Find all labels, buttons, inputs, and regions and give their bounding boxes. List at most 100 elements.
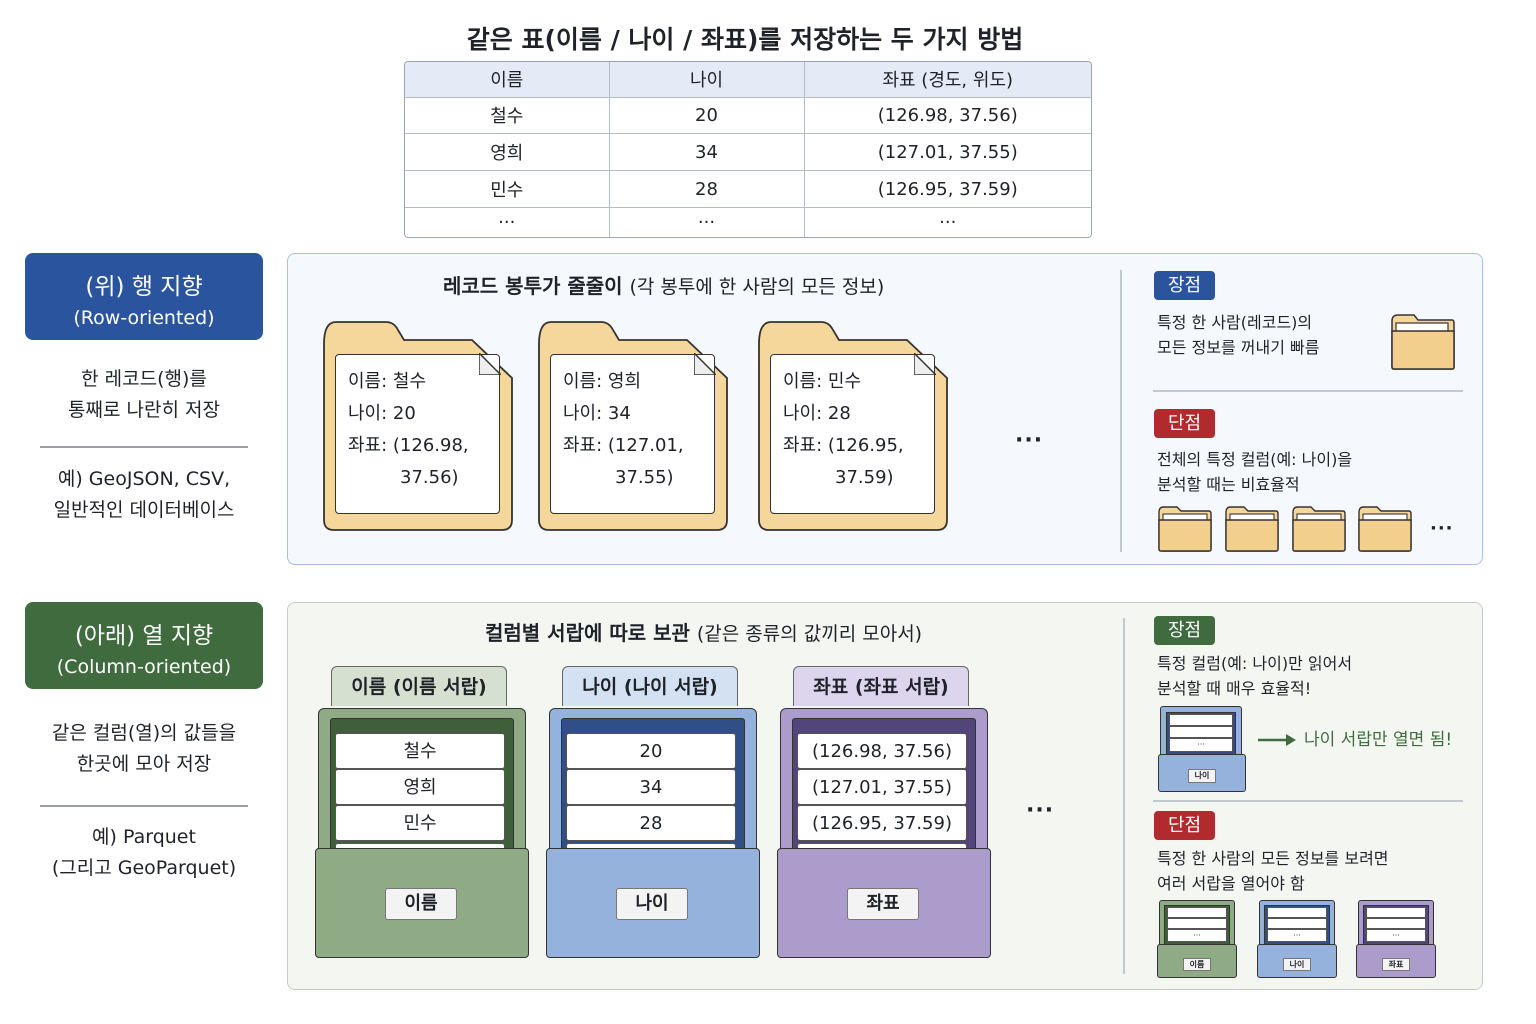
column-oriented-tag: (아래) 열 지향 (Column-oriented) (25, 602, 263, 689)
record-paper (770, 353, 936, 514)
table-cell: (126.98, 37.56) (803, 96, 1091, 135)
mini-dots: ··· (1167, 929, 1227, 942)
row-desc-line: 통째로 나란히 저장 (68, 399, 220, 421)
age-drawer: 나이 (나이 서랍) 20 34 28 ··· 나이 (546, 666, 760, 958)
table-cell: 20 (608, 96, 805, 135)
sample-table: 이름 나이 좌표 (경도, 위도) 철수 20 (126.98, 37.56) … (404, 61, 1092, 238)
age-drawer-icon: ··· 나이 (1158, 706, 1246, 792)
table-cell: ··· (803, 207, 1091, 237)
value-card: (127.01, 37.55) (797, 769, 967, 805)
record-paper (335, 353, 501, 514)
record-name: 이름: 철수 (348, 371, 427, 392)
folder-icon (1358, 506, 1412, 552)
record-age: 나이: 34 (563, 403, 631, 424)
row-pro-text: 특정 한 사람(레코드)의 모든 정보를 꺼내기 빠름 (1157, 310, 1319, 360)
record-name: 이름: 영희 (563, 371, 642, 392)
record-name: 이름: 민수 (783, 371, 862, 392)
mini-plate: 나이 (1188, 769, 1216, 783)
table-cell: 28 (608, 170, 805, 209)
pro-line: 분석할 때 매우 효율적! (1157, 679, 1312, 698)
row-description: 한 레코드(행)를 통째로 나란히 저장 (25, 364, 263, 426)
table-row: 철수 20 (126.98, 37.56) (405, 96, 1091, 135)
value-card: 영희 (335, 769, 505, 805)
table-cell: 34 (608, 133, 805, 172)
folder-icon (1158, 506, 1212, 552)
table-header-coord: 좌표 (경도, 위도) (803, 62, 1091, 98)
name-drawer: 이름 (이름 서랍) 철수 영희 민수 ··· 이름 (315, 666, 529, 958)
pro-line: 특정 한 사람(레코드)의 (1157, 313, 1313, 332)
con-line: 여러 서랍을 열어야 함 (1157, 874, 1305, 893)
row-examples: 예) GeoJSON, CSV, 일반적인 데이터베이스 (25, 464, 263, 526)
record-fields: 이름: 철수 나이: 20 좌표: (126.98, 37.56) (348, 366, 469, 494)
record-coord: 좌표: (127.01, (563, 435, 684, 456)
value-card: 20 (566, 733, 736, 769)
value-card: 34 (566, 769, 736, 805)
col-subtitle-light: (같은 종류의 값끼리 모아서) (696, 623, 923, 645)
pro-badge: 장점 (1154, 271, 1216, 300)
record-folder: 이름: 민수 나이: 28 좌표: (126.95, 37.59) (757, 320, 949, 532)
folder-icon (1292, 506, 1346, 552)
pro-line: 특정 컬럼(예: 나이)만 읽어서 (1157, 654, 1353, 673)
ellipsis: ··· (1026, 798, 1055, 823)
record-coord: 37.55) (615, 467, 674, 488)
age-drawer-icon: ··· 나이 (1257, 900, 1337, 978)
col-con-text: 특정 한 사람의 모든 정보를 보려면 여러 서랍을 열어야 함 (1157, 846, 1389, 896)
col-desc-line: 한곳에 모아 저장 (76, 753, 212, 775)
value-card: 철수 (335, 733, 505, 769)
pro-line: 모든 정보를 꺼내기 빠름 (1157, 338, 1320, 357)
divider (40, 446, 248, 448)
pro-arrow-text: 나이 서랍만 열면 됨! (1304, 730, 1453, 750)
table-row: ··· ··· ··· (405, 207, 1091, 237)
mini-dots: ··· (1366, 929, 1426, 942)
record-folder: 이름: 철수 나이: 20 좌표: (126.98, 37.56) (322, 320, 514, 532)
drawer-label: 좌표 (좌표 서랍) (793, 666, 969, 706)
record-age: 나이: 28 (783, 403, 851, 424)
divider (1153, 800, 1463, 802)
col-example-line: 예) Parquet (92, 826, 196, 848)
row-subtitle-light: (각 봉투에 한 사람의 모든 정보) (629, 276, 885, 298)
drawer-plate: 좌표 (847, 888, 919, 920)
table-row: 영희 34 (127.01, 37.55) (405, 133, 1091, 172)
row-oriented-tag: (위) 행 지향 (Row-oriented) (25, 253, 263, 340)
mini-dots: ··· (1169, 738, 1233, 752)
value-card: (126.98, 37.56) (797, 733, 967, 769)
row-subtitle-bold: 레코드 봉투가 줄줄이 (443, 274, 623, 298)
record-age: 나이: 20 (348, 403, 416, 424)
mini-plate: 이름 (1183, 958, 1211, 971)
name-drawer-icon: ··· 이름 (1157, 900, 1237, 978)
row-panel-subtitle: 레코드 봉투가 줄줄이 (각 봉투에 한 사람의 모든 정보) (443, 270, 884, 299)
con-line: 특정 한 사람의 모든 정보를 보려면 (1157, 849, 1389, 868)
table-header-name: 이름 (405, 62, 610, 98)
page-title: 같은 표(이름 / 나이 / 좌표)를 저장하는 두 가지 방법 (466, 25, 1024, 54)
table-cell: ··· (405, 207, 610, 237)
row-tag-subtitle: (Row-oriented) (73, 307, 215, 329)
con-line: 전체의 특정 컬럼(예: 나이)을 (1157, 450, 1353, 469)
record-coord: 좌표: (126.95, (783, 435, 904, 456)
mini-dots: ··· (1267, 929, 1327, 942)
drawer-plate: 이름 (385, 888, 457, 920)
col-pro-text: 특정 컬럼(예: 나이)만 읽어서 분석할 때 매우 효율적! (1157, 651, 1352, 701)
record-fields: 이름: 영희 나이: 34 좌표: (127.01, 37.55) (563, 366, 684, 494)
col-tag-subtitle: (Column-oriented) (56, 656, 232, 678)
row-con-text: 전체의 특정 컬럼(예: 나이)을 분석할 때는 비효율적 (1157, 447, 1352, 497)
table-cell: (127.01, 37.55) (803, 133, 1091, 172)
value-card: 민수 (335, 805, 505, 841)
divider (1123, 618, 1125, 974)
con-line: 분석할 때는 비효율적 (1157, 475, 1300, 494)
folder-icon (1391, 314, 1455, 370)
row-example-line: 예) GeoJSON, CSV, (57, 468, 231, 490)
row-example-line: 일반적인 데이터베이스 (53, 499, 235, 521)
table-cell: 철수 (405, 96, 610, 135)
col-subtitle-bold: 컬럼별 서랍에 따로 보관 (485, 621, 690, 645)
row-desc-line: 한 레코드(행)를 (81, 368, 207, 390)
drawer-label: 이름 (이름 서랍) (331, 666, 507, 706)
value-card: (126.95, 37.59) (797, 805, 967, 841)
table-cell: 민수 (405, 170, 610, 209)
record-paper (550, 353, 716, 514)
record-fields: 이름: 민수 나이: 28 좌표: (126.95, 37.59) (783, 366, 904, 494)
row-tag-title: (위) 행 지향 (85, 274, 203, 300)
drawer-label: 나이 (나이 서랍) (562, 666, 738, 706)
divider (40, 805, 248, 807)
col-examples: 예) Parquet (그리고 GeoParquet) (25, 822, 263, 884)
ellipsis: ··· (1430, 518, 1454, 539)
